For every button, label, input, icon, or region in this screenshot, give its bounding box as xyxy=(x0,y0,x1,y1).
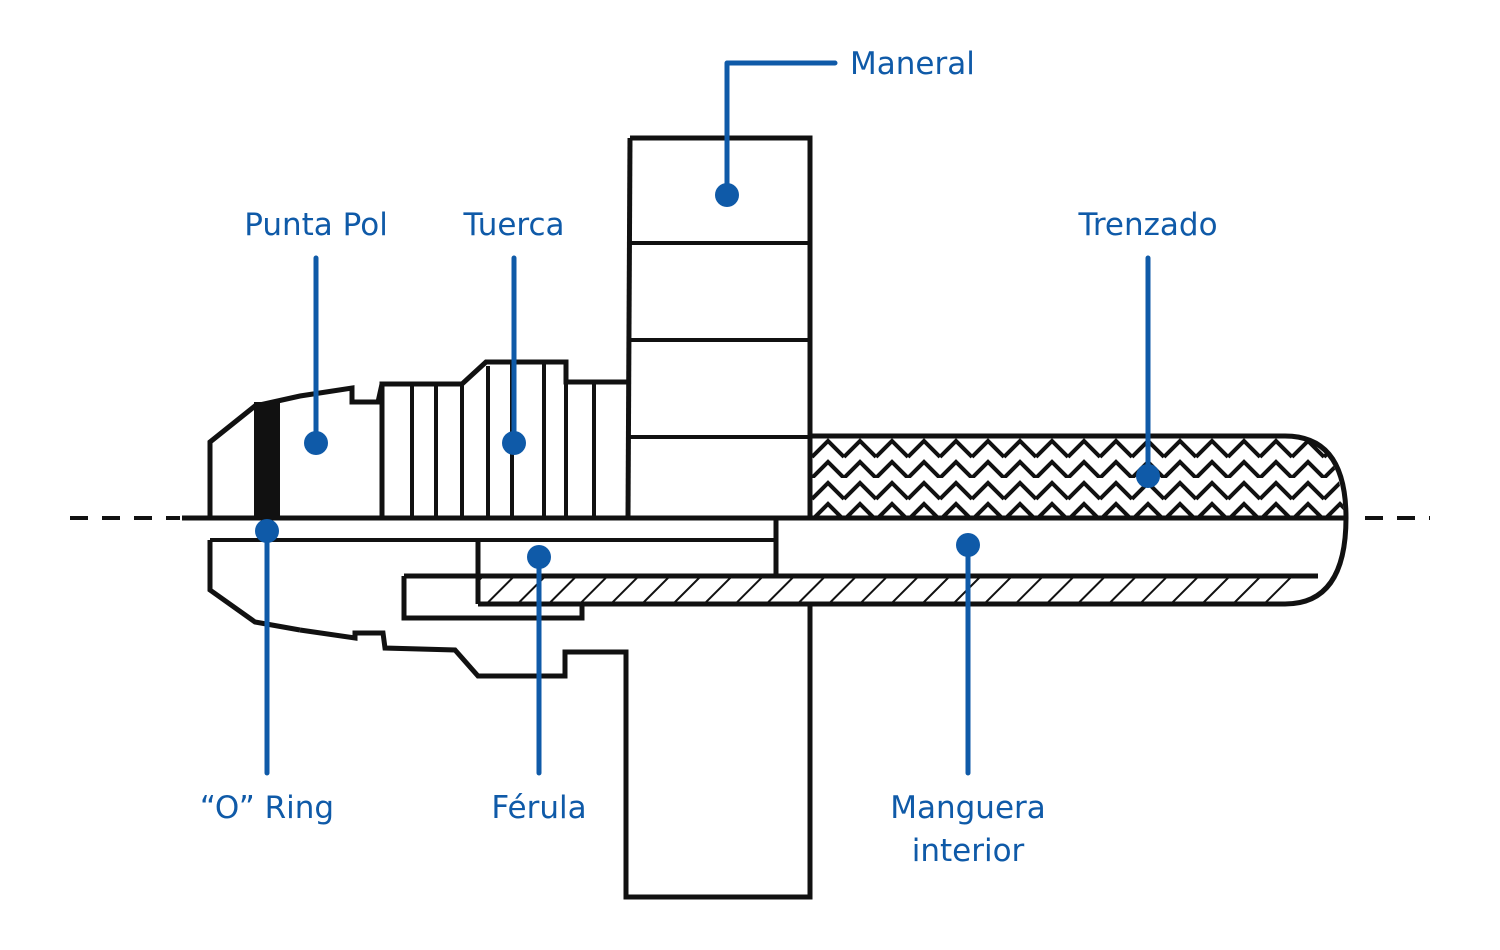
ferula xyxy=(401,540,585,621)
ferula-dot xyxy=(527,545,551,569)
maneral-dot xyxy=(715,183,739,207)
manguera-hatch xyxy=(480,578,1310,602)
label-trenzado: Trenzado xyxy=(1077,207,1217,243)
label-ferula: Férula xyxy=(491,790,586,826)
label-o-ring: “O” Ring xyxy=(200,790,334,826)
manguera-dot xyxy=(956,533,980,557)
label-punta-pol: Punta Pol xyxy=(244,207,388,243)
inner-bore xyxy=(182,515,1346,579)
tuerca-dot xyxy=(502,431,526,455)
punta-pol-dot xyxy=(304,431,328,455)
o-ring-dot xyxy=(255,519,279,543)
label-tuerca: Tuerca xyxy=(462,207,564,243)
punta-pol xyxy=(182,383,385,633)
leaders xyxy=(255,60,1160,776)
label-manguera-line1: Manguera xyxy=(890,790,1046,826)
tuerca-nut xyxy=(379,359,628,518)
maneral-leader xyxy=(724,60,838,198)
labels: Maneral Punta Pol Tuerca Trenzado “O” Ri… xyxy=(200,46,1218,869)
maneral-block xyxy=(299,135,813,900)
label-maneral: Maneral xyxy=(850,46,975,82)
trenzado-dot xyxy=(1136,464,1160,488)
label-manguera-line2: interior xyxy=(912,833,1025,869)
